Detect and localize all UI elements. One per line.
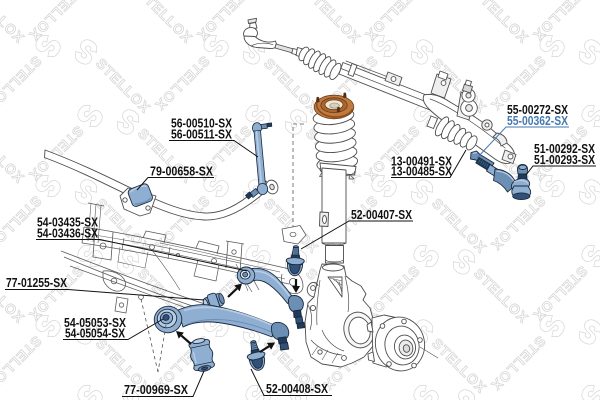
- svg-text:54-03436-SX: 54-03436-SX: [37, 227, 98, 241]
- svg-text:13-00491-SX: 13-00491-SX: [391, 155, 452, 169]
- svg-text:55-00362-SX: 55-00362-SX: [507, 114, 568, 128]
- svg-text:77-01255-SX: 77-01255-SX: [6, 276, 67, 290]
- svg-text:13-00485-SX: 13-00485-SX: [391, 165, 452, 179]
- svg-text:56-00510-SX: 56-00510-SX: [171, 117, 232, 131]
- svg-text:77-00969-SX: 77-00969-SX: [124, 383, 189, 397]
- svg-text:51-00293-SX: 51-00293-SX: [534, 153, 595, 167]
- svg-text:56-00511-SX: 56-00511-SX: [171, 128, 232, 142]
- svg-text:55-00272-SX: 55-00272-SX: [507, 103, 568, 117]
- svg-text:54-05053-SX: 54-05053-SX: [64, 316, 126, 330]
- svg-text:52-00408-SX: 52-00408-SX: [266, 382, 328, 396]
- svg-text:51-00292-SX: 51-00292-SX: [534, 142, 595, 156]
- svg-text:79-00658-SX: 79-00658-SX: [150, 165, 214, 179]
- svg-text:52-00407-SX: 52-00407-SX: [351, 208, 412, 222]
- svg-text:54-05054-SX: 54-05054-SX: [65, 327, 125, 341]
- svg-text:54-03435-SX: 54-03435-SX: [37, 216, 98, 230]
